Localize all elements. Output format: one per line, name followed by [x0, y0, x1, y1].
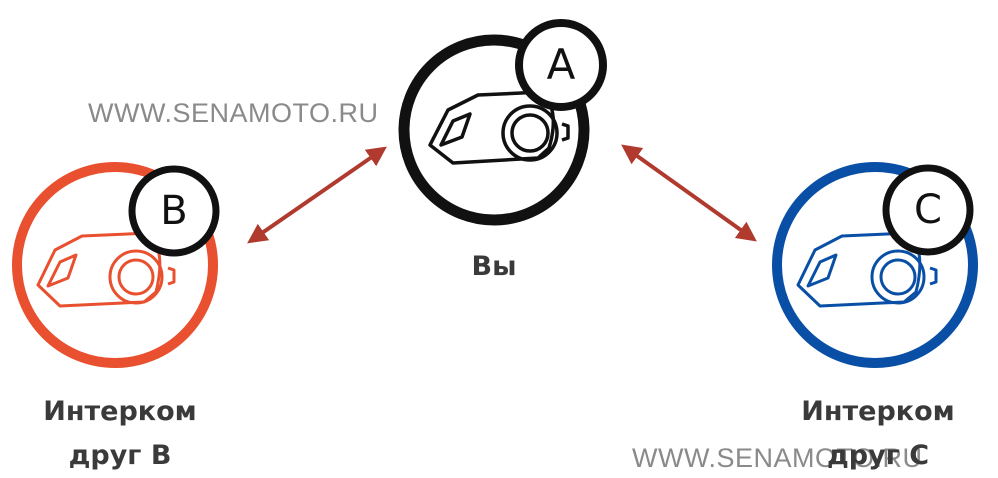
badge-a-letter: A — [546, 40, 576, 89]
node-c — [772, 162, 978, 368]
badge-b — [128, 165, 220, 257]
headset-icon-c — [796, 231, 938, 308]
badge-c-letter: C — [914, 187, 942, 233]
connection-arrow-a-c — [621, 144, 757, 242]
caption-b-line1: Интерком — [43, 396, 197, 427]
caption-c-line2: друг C — [826, 440, 930, 471]
caption-a: Вы — [471, 251, 517, 282]
caption-c-line1: Интерком — [801, 396, 955, 427]
headset-icon-b — [36, 231, 176, 308]
watermark-top: WWW.SENAMOTO.RU — [88, 98, 379, 128]
watermark-bottom: WWW.SENAMOTO.RU — [632, 443, 923, 473]
badge-b-letter: B — [160, 188, 188, 234]
node-a — [398, 19, 607, 226]
node-b — [12, 162, 220, 368]
connection-arrow-a-b — [247, 146, 387, 244]
caption-b-line2: друг B — [68, 440, 172, 471]
badge-c — [882, 164, 974, 256]
headset-icon-a — [428, 90, 570, 165]
badge-a — [515, 19, 607, 111]
